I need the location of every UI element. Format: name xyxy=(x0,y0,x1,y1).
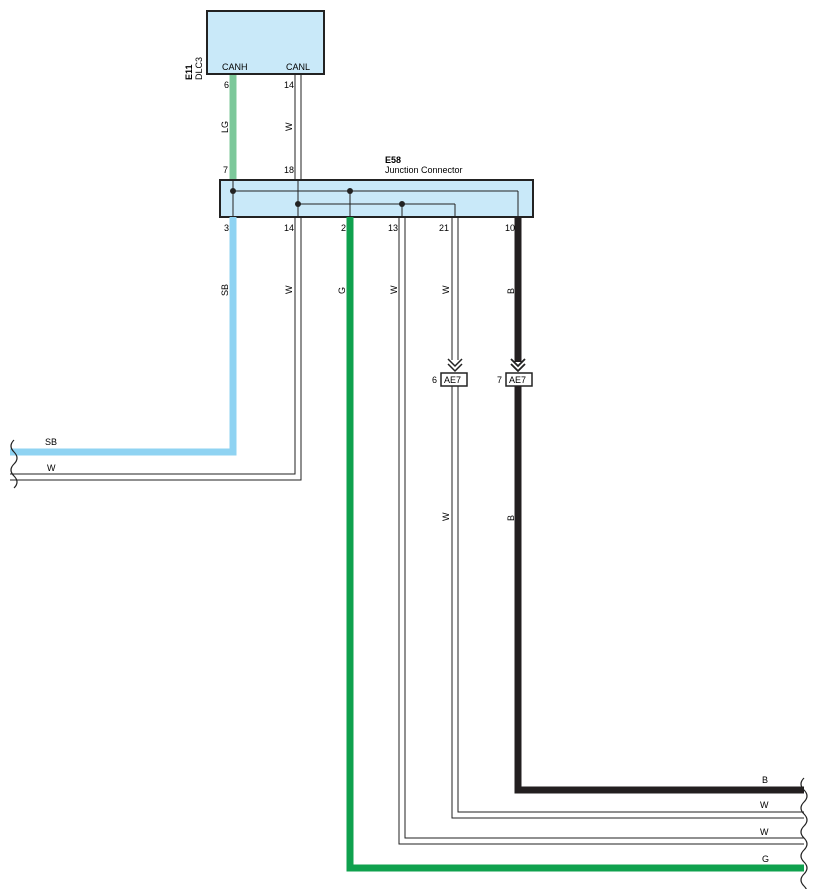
right-break-mark xyxy=(800,777,808,889)
junction-bottom-pin-14: 14 xyxy=(284,223,294,233)
right-output-w2-label: W xyxy=(760,827,769,837)
wire-label-sb: SB xyxy=(220,284,230,296)
wire-w-lower-b xyxy=(457,386,804,813)
left-break-mark xyxy=(10,439,18,489)
junction-name: Junction Connector xyxy=(385,165,463,175)
wire-label-lg: LG xyxy=(220,121,230,133)
wire-w13-b xyxy=(404,217,804,839)
dlc3-connector-box xyxy=(206,10,325,75)
junction-connector-box xyxy=(219,179,534,218)
wire-g xyxy=(346,217,804,872)
wire-label-b-10: B xyxy=(506,288,516,294)
left-output-w-label: W xyxy=(47,463,56,473)
wire-label-w-21: W xyxy=(441,285,451,294)
dlc3-code: E11 xyxy=(184,64,194,80)
junction-node-3 xyxy=(295,201,301,207)
ae7-left-box xyxy=(440,372,468,387)
ae7-right-pin: 7 xyxy=(497,375,502,385)
wire-w13-a xyxy=(398,217,804,845)
wire-w14-a xyxy=(10,217,296,475)
ae7-right-name: AE7 xyxy=(509,375,526,385)
dlc3-name: DLC3 xyxy=(194,57,204,80)
wire-label-w-14: W xyxy=(284,285,294,294)
ae7-right-arrow xyxy=(510,358,526,373)
junction-node-2 xyxy=(347,188,353,194)
junction-bottom-pin-2: 2 xyxy=(341,223,346,233)
junction-bottom-pin-21: 21 xyxy=(439,223,449,233)
right-output-g-label: G xyxy=(762,854,769,864)
wire-label-w-lower: W xyxy=(441,512,451,521)
dlc3-canl-label: CANL xyxy=(286,62,310,72)
wire-b-lower xyxy=(514,386,804,794)
wire-w14-b xyxy=(10,217,302,481)
dlc3-pin-canl-number: 14 xyxy=(284,80,294,90)
wire-label-g: G xyxy=(337,287,347,294)
junction-bottom-pin-13: 13 xyxy=(388,223,398,233)
junction-top-pin-18: 18 xyxy=(284,165,294,175)
wire-label-w-13: W xyxy=(389,285,399,294)
junction-code: E58 xyxy=(385,155,401,165)
wire-label-b-lower: B xyxy=(506,515,516,521)
right-output-w1-label: W xyxy=(760,800,769,810)
junction-node-4 xyxy=(399,201,405,207)
dlc3-pin-canh-number: 6 xyxy=(224,80,229,90)
left-output-sb-label: SB xyxy=(45,437,57,447)
ae7-left-pin: 6 xyxy=(432,375,437,385)
ae7-left-name: AE7 xyxy=(444,375,461,385)
ae7-left-arrow xyxy=(447,358,463,373)
junction-bottom-pin-10: 10 xyxy=(505,223,515,233)
junction-bottom-pin-3: 3 xyxy=(224,223,229,233)
junction-node-1 xyxy=(230,188,236,194)
dlc3-canh-label: CANH xyxy=(222,62,248,72)
right-output-b-label: B xyxy=(762,775,768,785)
wire-sb xyxy=(10,217,237,456)
junction-top-pin-7: 7 xyxy=(223,165,228,175)
wire-w-lower-a xyxy=(451,386,804,819)
wire-label-w-top: W xyxy=(284,122,294,131)
